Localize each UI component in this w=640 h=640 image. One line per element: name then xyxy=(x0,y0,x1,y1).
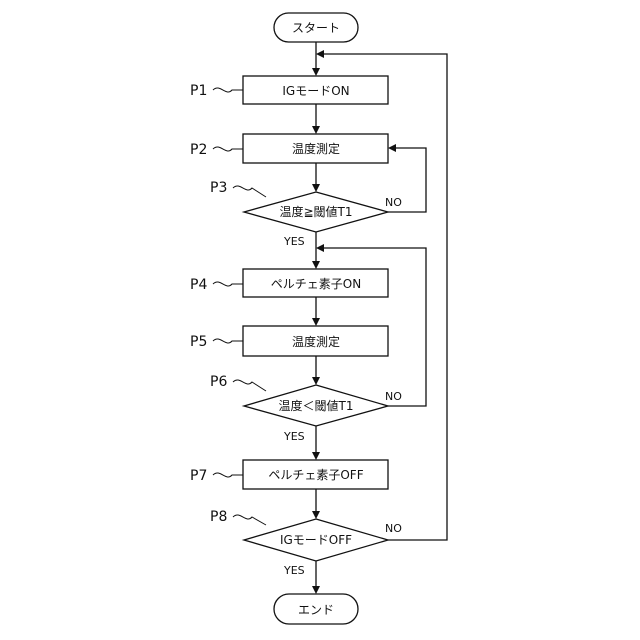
step-label-p3: P3 xyxy=(210,180,227,196)
step-label-p8: P8 xyxy=(210,509,227,525)
branch-labels: NO YES NO YES NO YES xyxy=(283,196,402,577)
start-label: スタート xyxy=(292,21,340,35)
step-label-p6: P6 xyxy=(210,374,227,390)
process-p7-label: ペルチェ素子OFF xyxy=(268,468,363,482)
arrowhead xyxy=(388,144,396,152)
process-p5: 温度測定 xyxy=(243,326,388,356)
end-terminal: エンド xyxy=(274,594,358,624)
step-label-p1: P1 xyxy=(190,83,207,99)
process-p7: ペルチェ素子OFF xyxy=(243,460,388,489)
step-label-p5: P5 xyxy=(190,334,207,350)
process-p4-label: ペルチェ素子ON xyxy=(271,277,361,291)
process-p5-label: 温度測定 xyxy=(292,334,340,349)
decision-p8-label: IGモードOFF xyxy=(280,533,352,547)
decision-p6-label: 温度＜閾値T1 xyxy=(279,398,354,413)
process-p2: 温度測定 xyxy=(243,134,388,163)
leader-p8 xyxy=(233,515,266,525)
leader-p5 xyxy=(213,339,243,343)
step-label-p7: P7 xyxy=(190,468,207,484)
arrowhead xyxy=(312,511,320,519)
arrowhead xyxy=(312,126,320,134)
arrowhead xyxy=(316,50,324,58)
branch-label-p6-no: NO xyxy=(385,390,402,403)
leader-p3 xyxy=(233,186,266,197)
process-p1: IGモードON xyxy=(243,76,388,104)
leader-p2 xyxy=(213,147,243,151)
step-label-p4: P4 xyxy=(190,277,207,293)
leader-p6 xyxy=(233,380,266,391)
branch-label-p3-yes: YES xyxy=(283,235,305,248)
leader-p7 xyxy=(213,473,243,477)
arrowhead xyxy=(312,261,320,269)
end-label: エンド xyxy=(298,603,334,617)
arrowhead xyxy=(312,452,320,460)
decision-p3: 温度≧閾値T1 xyxy=(244,192,388,232)
start-terminal: スタート xyxy=(274,13,358,42)
arrowhead xyxy=(312,318,320,326)
leader-p1 xyxy=(213,88,243,92)
process-p1-label: IGモードON xyxy=(282,84,349,98)
arrowhead xyxy=(312,377,320,385)
connectors xyxy=(312,42,320,594)
arrowhead xyxy=(312,586,320,594)
arrowhead xyxy=(316,244,324,252)
decision-p3-label: 温度≧閾値T1 xyxy=(279,204,352,219)
arrowhead xyxy=(312,68,320,76)
leader-p4 xyxy=(213,282,243,286)
arrowhead xyxy=(312,184,320,192)
step-label-p2: P2 xyxy=(190,142,207,158)
process-p4: ペルチェ素子ON xyxy=(243,269,388,297)
branch-label-p3-no: NO xyxy=(385,196,402,209)
branch-label-p6-yes: YES xyxy=(283,430,305,443)
process-p2-label: 温度測定 xyxy=(292,141,340,156)
branch-label-p8-no: NO xyxy=(385,522,402,535)
branch-label-p8-yes: YES xyxy=(283,564,305,577)
